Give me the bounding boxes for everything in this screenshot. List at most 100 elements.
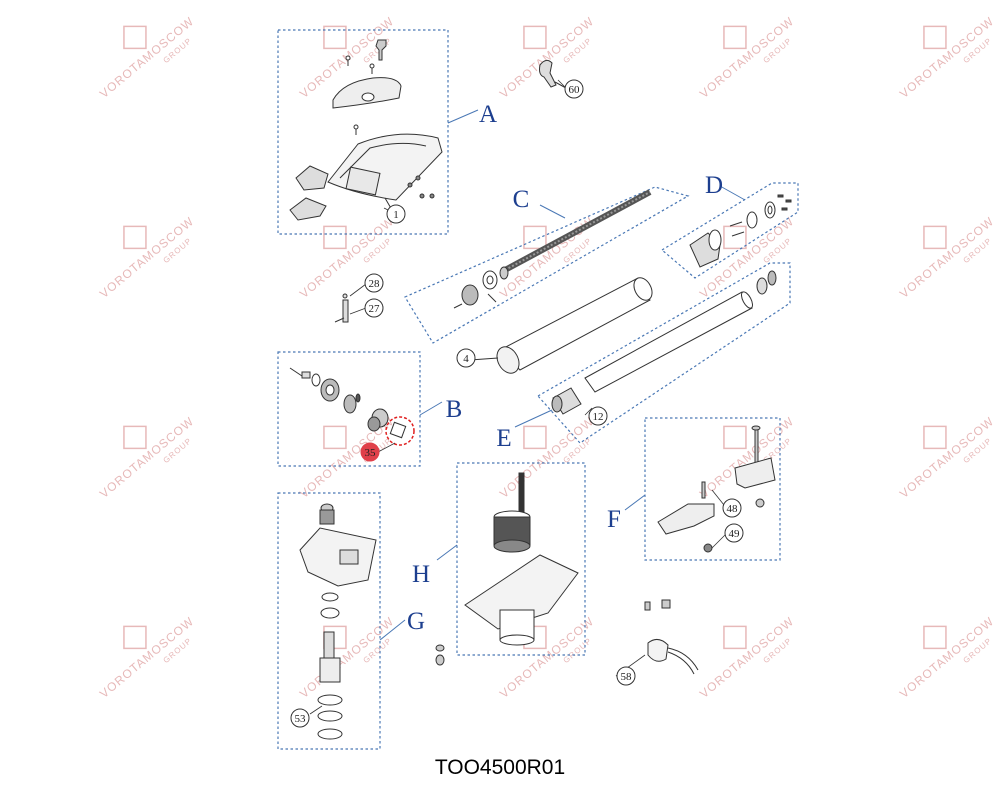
callout-circle <box>360 442 380 462</box>
outer-tube <box>469 277 653 374</box>
group-letter-g: G <box>407 608 425 635</box>
callout-48: 48 <box>722 498 742 518</box>
part-35-highlight-ring <box>385 416 415 446</box>
callout-circle <box>724 523 744 543</box>
watermark-logo <box>923 225 947 250</box>
callout-label: 4 <box>463 353 469 365</box>
frame-c <box>404 186 690 344</box>
group-letter-c: C <box>513 186 530 213</box>
watermark-logo <box>923 425 947 450</box>
watermark-text: VOROTAMOSCOW <box>97 14 197 101</box>
callout-label: 49 <box>729 528 741 540</box>
callout-label: 35 <box>365 447 377 459</box>
frame-b <box>277 351 421 467</box>
callout-35: 35 <box>360 442 380 462</box>
callout-label: 27 <box>369 303 381 315</box>
watermark-text: VOROTAMOSCOW <box>497 414 597 501</box>
watermark-logo <box>523 425 547 450</box>
watermark-logo <box>323 225 347 250</box>
watermark-logo <box>723 625 747 650</box>
callout-circle <box>564 79 584 99</box>
callout-label: 12 <box>593 411 604 423</box>
callout-4: 4 <box>456 348 476 368</box>
drawing-code: TOO4500R01 <box>434 756 566 779</box>
callout-60: 60 <box>564 79 584 99</box>
watermark-text: VOROTAMOSCOW <box>697 14 797 101</box>
frame-e <box>537 262 791 444</box>
group-d-parts <box>689 194 792 268</box>
watermark-text: VOROTAMOSCOW <box>297 614 397 701</box>
callout-label: 28 <box>369 278 381 290</box>
group-letter-b: B <box>446 396 463 423</box>
watermark-text: VOROTAMOSCOW <box>697 614 797 701</box>
callout-28: 28 <box>364 273 384 293</box>
callout-27: 27 <box>364 298 384 318</box>
watermark-logo <box>723 425 747 450</box>
watermark-logo <box>723 225 747 250</box>
callout-circle <box>616 666 636 686</box>
callout-circle <box>722 498 742 518</box>
callout-label: 58 <box>621 671 633 683</box>
group-letter-d: D <box>705 172 723 199</box>
callout-label: 1 <box>393 209 399 221</box>
watermark-text: VOROTAMOSCOW <box>897 214 997 301</box>
group-letter-h: H <box>412 561 430 588</box>
callout-label: 53 <box>295 713 307 725</box>
watermark-text: VOROTAMOSCOW <box>897 414 997 501</box>
callout-circle <box>588 406 608 426</box>
group-g-parts <box>299 503 377 740</box>
group-letter-e: E <box>496 425 511 452</box>
callout-circle <box>364 273 384 293</box>
letter-leaders <box>379 109 746 641</box>
callout-circle <box>456 348 476 368</box>
callout-label: 60 <box>569 84 581 96</box>
watermark-text: VOROTAMOSCOW <box>897 14 997 101</box>
callout-58: 58 <box>616 666 636 686</box>
callout-label: 48 <box>727 503 739 515</box>
callout-12: 12 <box>588 406 608 426</box>
callout-layer: 1 60 28 27 4 12 35 48 49 53 58 <box>290 79 744 728</box>
watermark-text: VOROTAMOSCOW <box>97 414 197 501</box>
group-c-parts <box>453 189 652 309</box>
watermark-text: VOROTAMOSCOW <box>97 214 197 301</box>
group-letter-a: A <box>479 101 497 128</box>
watermark-logo <box>723 25 747 50</box>
loose-parts <box>435 599 699 675</box>
watermark-text: VOROTAMOSCOW <box>97 614 197 701</box>
watermark-logo <box>123 425 147 450</box>
callout-circle <box>290 708 310 728</box>
bolt-parts <box>334 293 349 323</box>
watermark-logo <box>923 625 947 650</box>
watermark-logo <box>323 25 347 50</box>
group-a-parts <box>289 39 443 221</box>
frame-f <box>644 417 781 561</box>
watermark-logo <box>523 25 547 50</box>
watermark-logo <box>323 425 347 450</box>
callout-1: 1 <box>386 204 406 224</box>
group-f-parts <box>657 425 776 553</box>
callout-circle <box>364 298 384 318</box>
frame-g <box>277 492 381 750</box>
callout-53: 53 <box>290 708 310 728</box>
watermark-logo <box>123 25 147 50</box>
watermark-logo <box>523 225 547 250</box>
watermark-logo <box>123 625 147 650</box>
group-b-parts <box>289 367 407 439</box>
watermark-logo <box>123 225 147 250</box>
